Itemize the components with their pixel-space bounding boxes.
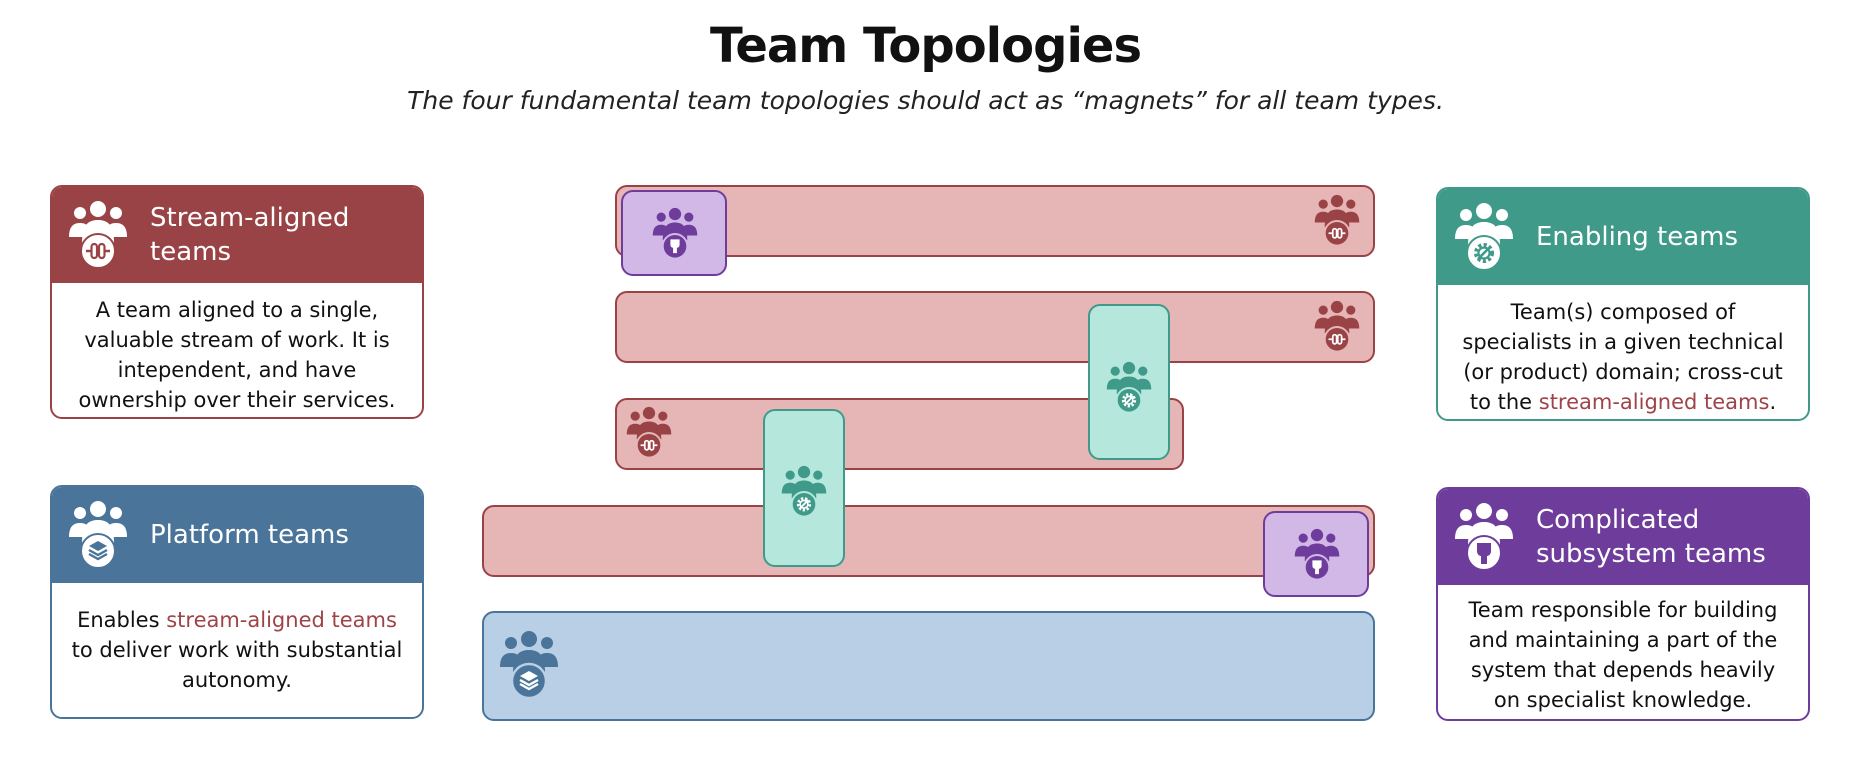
complicated-subsystem-card-header: Complicated subsystem teams bbox=[1438, 489, 1808, 585]
complicated-subsystem-description: Team responsible for building and mainta… bbox=[1468, 598, 1778, 712]
team-enabling-icon bbox=[1454, 201, 1514, 271]
stream-aligned-card: Stream-aligned teams A team aligned to a… bbox=[50, 185, 424, 419]
stream-lane-4 bbox=[482, 505, 1375, 577]
page-title: Team Topologies bbox=[709, 18, 1142, 74]
team-stream-icon bbox=[626, 405, 672, 459]
platform-description: Enables stream-aligned teams to deliver … bbox=[52, 583, 422, 695]
enabling-desc-highlight: stream-aligned teams bbox=[1538, 390, 1770, 414]
team-enabling-icon bbox=[781, 464, 827, 518]
stream-lane-1 bbox=[615, 185, 1375, 257]
complicated-title-line1: Complicated bbox=[1536, 505, 1700, 535]
platform-desc-highlight: stream-aligned teams bbox=[166, 608, 397, 632]
complicated-subsystem-card: Complicated subsystem teams Team respons… bbox=[1436, 487, 1810, 721]
team-platform-icon bbox=[499, 629, 559, 700]
platform-lane bbox=[482, 611, 1375, 721]
enabling-desc-text-end: . bbox=[1769, 390, 1777, 414]
team-stream-icon bbox=[1314, 299, 1360, 353]
team-complicated-icon bbox=[1294, 527, 1340, 581]
team-complicated-icon bbox=[652, 206, 698, 260]
team-enabling-icon bbox=[1106, 360, 1152, 414]
stream-aligned-description: A team aligned to a single, valuable str… bbox=[78, 298, 396, 412]
enabling-card: Enabling teams Team(s) composed of speci… bbox=[1436, 187, 1810, 421]
platform-desc-text-end: to deliver work with substantial autonom… bbox=[71, 638, 403, 692]
page-subtitle: The four fundamental team topologies sho… bbox=[407, 86, 1444, 115]
platform-title: Platform teams bbox=[150, 520, 349, 550]
team-stream-icon bbox=[68, 199, 128, 269]
complicated-subsystem-tile-1 bbox=[621, 190, 727, 276]
complicated-subsystem-title: Complicated subsystem teams bbox=[1536, 503, 1766, 571]
team-stream-icon bbox=[1314, 193, 1360, 247]
stream-aligned-card-header: Stream-aligned teams bbox=[52, 187, 422, 283]
stream-aligned-title-line2: teams bbox=[150, 237, 231, 267]
enabling-description: Team(s) composed of specialists in a giv… bbox=[1438, 285, 1808, 417]
complicated-title-line2: subsystem teams bbox=[1536, 539, 1766, 569]
team-platform-icon bbox=[68, 499, 128, 569]
stream-aligned-title: Stream-aligned teams bbox=[150, 201, 349, 269]
platform-desc-text: Enables bbox=[77, 608, 167, 632]
team-complicated-icon bbox=[1454, 501, 1514, 571]
enabling-card-header: Enabling teams bbox=[1438, 189, 1808, 285]
stream-lane-2 bbox=[615, 291, 1375, 363]
platform-card-header: Platform teams bbox=[52, 487, 422, 583]
platform-card: Platform teams Enables stream-aligned te… bbox=[50, 485, 424, 719]
enabling-title: Enabling teams bbox=[1536, 222, 1739, 252]
stream-aligned-title-line1: Stream-aligned bbox=[150, 203, 350, 233]
enabling-desc-text: Team(s) composed of specialists in a giv… bbox=[1462, 300, 1784, 414]
